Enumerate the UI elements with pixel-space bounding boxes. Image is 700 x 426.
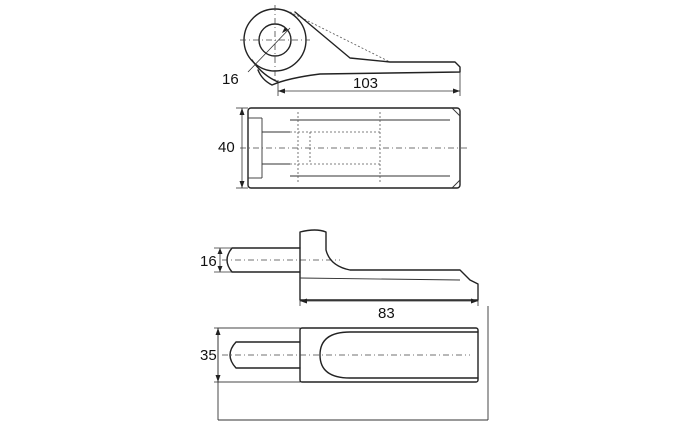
- label-length-83: 83: [378, 305, 395, 322]
- dim-arrow-bottom-35: [215, 375, 221, 382]
- diameter-arrow: [282, 27, 288, 33]
- dim-arrow-left-83: [300, 298, 307, 304]
- view2-outline: [247, 107, 461, 189]
- eye-lower-edge: [251, 59, 279, 83]
- view3-inner-edge: [299, 277, 461, 281]
- view2-chamfer-right-top: [451, 107, 461, 117]
- label-width-35: 35: [200, 347, 217, 364]
- view4-u-pocket: [319, 331, 479, 379]
- dim-arrow-top-16: [217, 248, 223, 254]
- dim-arrow-right-83: [471, 298, 478, 304]
- view2-chamfer-right-bottom: [451, 179, 461, 189]
- dim-arrow-left-103: [278, 88, 285, 94]
- view1-side-profile: 16 103: [222, 5, 461, 96]
- dim-arrow-top-35: [215, 328, 221, 335]
- diameter-leader: [247, 27, 291, 73]
- tooth-body-outline: [257, 11, 461, 86]
- label-width-40: 40: [218, 139, 235, 156]
- dim-arrow-top-40: [239, 108, 245, 115]
- view3-body-outline: [299, 229, 479, 301]
- label-thickness-16: 16: [200, 253, 217, 270]
- view2-top-view: 40: [218, 107, 470, 189]
- dim-arrow-bottom-40: [239, 181, 245, 188]
- view3-side-profile: 16 83: [200, 229, 479, 322]
- taper-hidden-line: [289, 11, 391, 63]
- view4-top-view: 35: [200, 327, 479, 383]
- view4-shank: [229, 341, 301, 369]
- overall-extent-lines: [217, 306, 489, 421]
- label-hole-diameter: 16: [222, 71, 239, 88]
- dim-arrow-right-103: [453, 88, 460, 94]
- dim-arrow-bottom-16: [217, 266, 223, 272]
- label-length-103: 103: [353, 75, 378, 92]
